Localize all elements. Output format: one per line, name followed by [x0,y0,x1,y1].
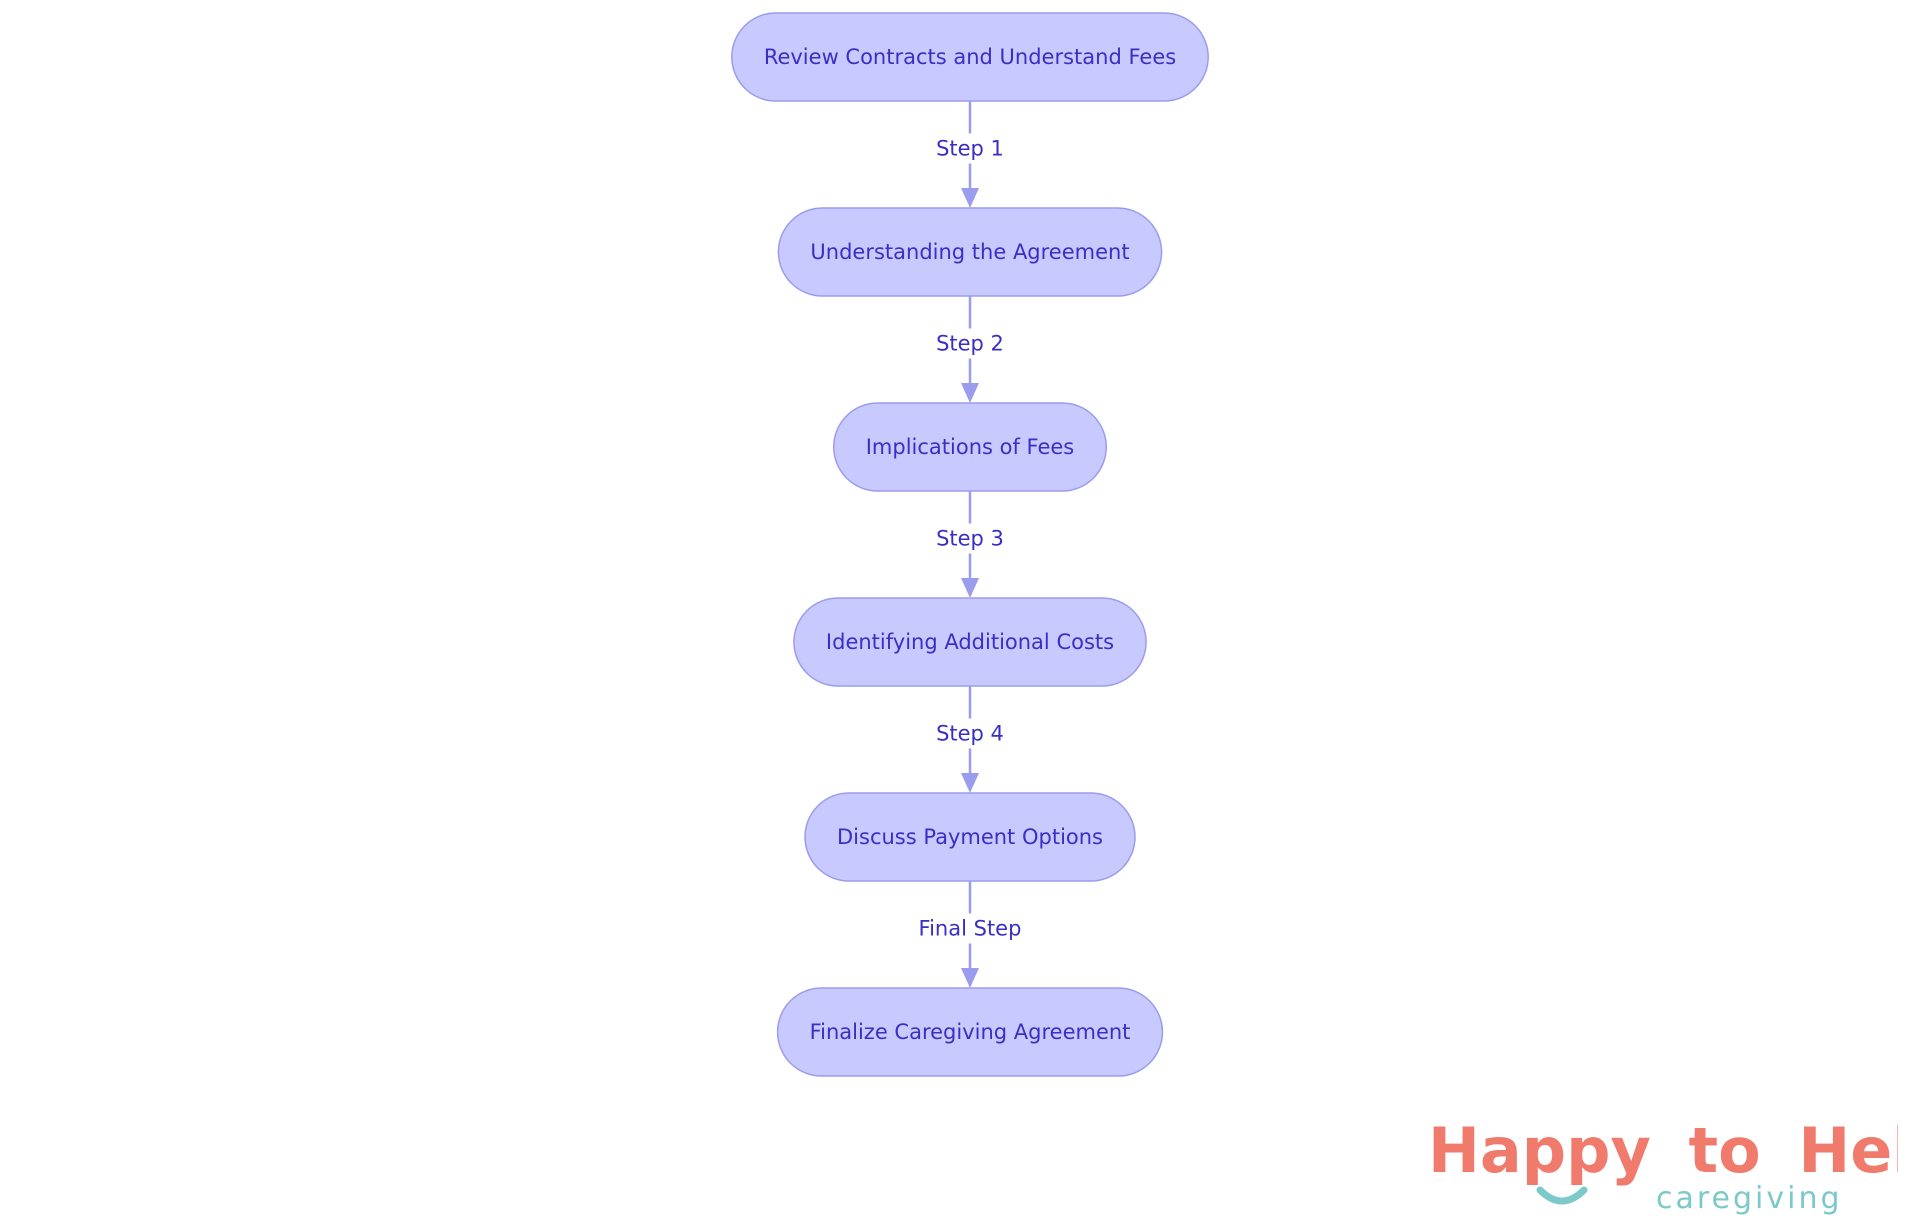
flow-edge-label-bg [932,133,1008,164]
flow-node-n1: Review Contracts and Understand Fees [731,12,1209,102]
edges-group: Step 1 Step 2 Step 3 Step 4 Final Step [914,101,1026,988]
flow-node-label: Understanding the Agreement [810,240,1129,264]
flow-node-n3: Implications of Fees [832,402,1108,492]
flow-edge-4: Step 4 [932,686,1008,793]
logo-smile-icon [1536,1186,1588,1205]
flow-edge-label-bg [932,523,1008,554]
flow-node-box [731,12,1209,102]
flow-edge-5: Final Step [914,881,1026,988]
nodes-group: Review Contracts and Understand FeesUnde… [731,12,1209,1077]
flow-edge-label-bg [932,718,1008,749]
happy-to-help-logo: Happy to Help caregiving [1428,1114,1898,1216]
flow-node-label: Discuss Payment Options [837,825,1103,849]
flow-edge-label-bg [914,913,1026,944]
logo-text: Happy to Help [1428,1114,1898,1187]
flow-node-box [777,207,1163,297]
flow-node-label: Finalize Caregiving Agreement [810,1020,1131,1044]
flow-node-box [804,792,1136,882]
flow-node-n2: Understanding the Agreement [777,207,1163,297]
flow-edge-3: Step 3 [932,491,1008,598]
flow-edge-label: Step 2 [936,332,1004,356]
flow-node-n4: Identifying Additional Costs [793,597,1147,687]
flow-edge-label-bg [932,328,1008,359]
logo-word-to: to [1689,1114,1761,1187]
arrowhead-icon [961,188,979,208]
flow-edge-2: Step 2 [932,296,1008,403]
flow-node-box [793,597,1147,687]
arrowhead-icon [961,578,979,598]
logo-subtitle: caregiving [1656,1181,1843,1216]
logo-word-help: Help [1798,1114,1898,1187]
arrowhead-icon [961,773,979,793]
arrowhead-icon [961,383,979,403]
flow-edge-1: Step 1 [932,101,1008,208]
flow-node-n6: Finalize Caregiving Agreement [776,987,1164,1077]
logo-word-happy: Happy [1428,1114,1651,1187]
flow-edge-label: Step 4 [936,722,1004,746]
flow-node-box [776,987,1164,1077]
flow-node-box [832,402,1108,492]
flow-node-n5: Discuss Payment Options [804,792,1136,882]
arrowhead-icon [961,968,979,988]
flow-node-label: Implications of Fees [866,435,1075,459]
flow-edge-label: Final Step [919,917,1022,941]
flow-node-label: Identifying Additional Costs [826,630,1114,654]
flow-edge-label: Step 3 [936,527,1004,551]
flow-node-label: Review Contracts and Understand Fees [764,45,1176,69]
flow-edge-label: Step 1 [936,137,1004,161]
